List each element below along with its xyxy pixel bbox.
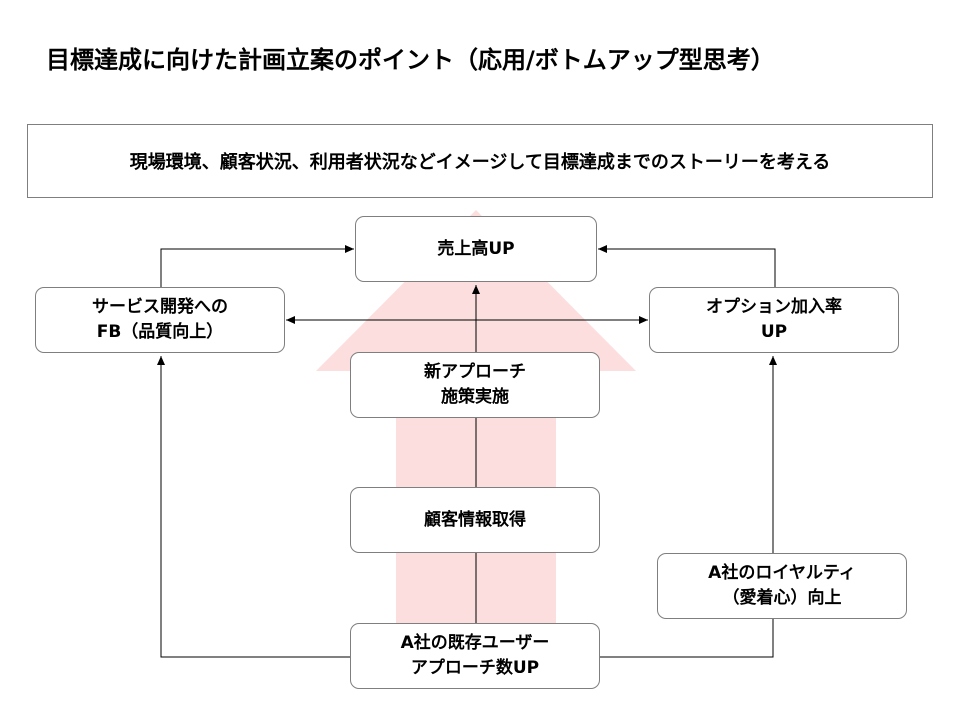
node-sales-up-line1: 売上高UP [437, 238, 515, 259]
node-existing-users-line2: アプローチ数UP [410, 658, 540, 678]
node-loyalty-line1: A社のロイヤルティ [708, 563, 856, 583]
node-loyalty-up: A社のロイヤルティ （愛着心）向上 [657, 553, 907, 619]
connector-users-to-feedback [157, 356, 350, 658]
node-service-feedback: サービス開発への FB（品質向上） [35, 287, 285, 353]
node-new-approach: 新アプローチ 施策実施 [350, 352, 600, 418]
connector-option-to-sales [598, 245, 776, 287]
node-service-feedback-line1: サービス開発への [92, 297, 228, 317]
page-title: 目標達成に向けた計画立案のポイント（応用/ボトムアップ型思考） [46, 46, 775, 74]
connector-feedback-to-sales [160, 245, 354, 287]
node-customer-info: 顧客情報取得 [350, 487, 600, 553]
node-sales-up: 売上高UP [355, 216, 597, 282]
node-new-approach-line2: 施策実施 [441, 387, 509, 407]
node-new-approach-line1: 新アプローチ [424, 362, 526, 382]
node-loyalty-line2: （愛着心）向上 [722, 588, 842, 608]
node-existing-users: A社の既存ユーザー アプローチ数UP [350, 623, 600, 689]
node-existing-users-line1: A社の既存ユーザー [400, 633, 550, 653]
node-service-feedback-line2: FB（品質向上） [96, 322, 224, 342]
node-customer-info-line1: 顧客情報取得 [424, 509, 526, 530]
connector-users-to-loyalty [600, 619, 774, 658]
node-option-rate-line1: オプション加入率 [706, 297, 842, 317]
node-option-rate-line2: UP [760, 322, 788, 342]
banner-statement: 現場環境、顧客状況、利用者状況などイメージして目標達成までのストーリーを考える [27, 124, 933, 198]
node-option-rate-up: オプション加入率 UP [649, 287, 899, 353]
